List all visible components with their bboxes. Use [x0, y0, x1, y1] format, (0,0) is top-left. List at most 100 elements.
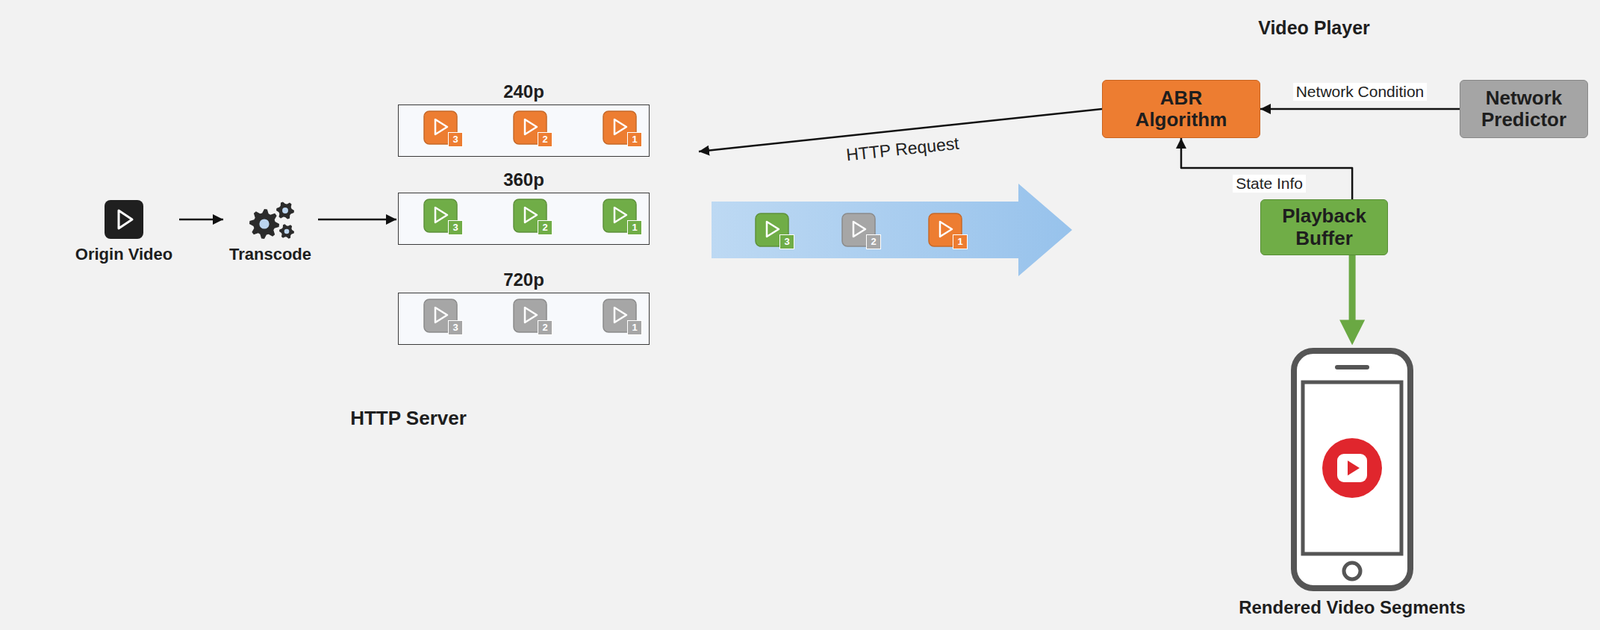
- segment-icon: [603, 111, 637, 145]
- play-symbol: [435, 207, 448, 223]
- play-symbol: [435, 119, 448, 135]
- cloud-outline: [29, 14, 717, 575]
- box-label: Network Predictor: [1467, 87, 1580, 131]
- segment-icon: [513, 111, 547, 145]
- phone-screen: [1302, 382, 1402, 554]
- stream-arrow: [711, 183, 1073, 277]
- cloud-lobe: [29, 209, 254, 434]
- player-title: Video Player: [1258, 17, 1371, 39]
- segment-icon: [513, 199, 547, 233]
- phone-caption: Rendered Video Segments: [1238, 597, 1466, 619]
- row-icons: [397, 104, 650, 157]
- edge-label: State Info: [1232, 174, 1306, 193]
- play-symbol: [1347, 460, 1360, 476]
- icon-caption: Transcode: [229, 244, 312, 265]
- segment-icon: [755, 213, 789, 247]
- play-symbol: [524, 207, 537, 223]
- flow-arrow: [698, 109, 1103, 152]
- phone-button: [1343, 562, 1361, 580]
- row-icons: [397, 292, 650, 345]
- flow-arrow: [318, 218, 397, 221]
- cloud-lobe: [335, 350, 560, 575]
- segment-icon: [928, 213, 962, 247]
- segment-icon: [424, 299, 457, 333]
- row-icons: [397, 192, 650, 245]
- cloud-fill: [29, 14, 717, 575]
- connectors: [179, 109, 1460, 331]
- rendition-row: 240p: [397, 104, 650, 157]
- gear-hole: [282, 207, 289, 214]
- play-symbol: [614, 307, 627, 323]
- box-label: Playback Buffer: [1272, 205, 1377, 249]
- play-symbol: [614, 119, 627, 135]
- cloud-lobe: [44, 89, 672, 538]
- edge-label: Network Condition: [1293, 82, 1428, 101]
- play-symbol: [614, 207, 627, 223]
- phone-body: [1293, 350, 1411, 589]
- play-symbol: [524, 307, 537, 323]
- play-symbol: [766, 221, 779, 237]
- cloud-lobe: [44, 89, 672, 538]
- icon-caption: Origin Video: [75, 244, 173, 265]
- rendition-row: 360p: [397, 192, 650, 245]
- render-arrow: [1349, 255, 1356, 331]
- cloud-lobe: [507, 328, 687, 508]
- icon-art: [71, 200, 177, 242]
- play-symbol: [939, 221, 952, 237]
- box-label: ABR Algorithm: [1125, 87, 1238, 131]
- server-label: HTTP Server: [350, 406, 467, 431]
- cloud-lobe: [44, 29, 329, 314]
- resolution-label: 360p: [503, 169, 545, 191]
- cloud-lobe: [29, 209, 254, 434]
- cloud-lobe: [335, 350, 560, 575]
- play-symbol: [853, 221, 866, 237]
- stream-segments: [755, 213, 962, 247]
- segment-icon: [424, 111, 457, 145]
- gear: [279, 223, 295, 239]
- cloud-lobe: [44, 29, 329, 314]
- abr-box: ABR Algorithm: [1102, 79, 1261, 139]
- flow-arrow: [179, 218, 224, 221]
- gear-hole: [284, 229, 290, 235]
- buffer-box: Playback Buffer: [1260, 199, 1388, 256]
- video-player: Video PlayerABR AlgorithmNetwork Predict…: [1079, 46, 1595, 281]
- play-symbol: [118, 210, 133, 229]
- resolution-label: 240p: [503, 81, 545, 103]
- cloud-lobe: [440, 44, 695, 299]
- rendition-row: 720p: [397, 292, 650, 345]
- app-icon-frame: [1337, 453, 1368, 483]
- cloud-lobe: [97, 321, 351, 575]
- resolution-label: 720p: [503, 269, 545, 291]
- segment-number: 3: [779, 234, 795, 250]
- segment-icon: [603, 199, 637, 233]
- predictor-box: Network Predictor: [1459, 79, 1589, 139]
- cloud-lobe: [97, 321, 351, 575]
- segment-icon: [424, 199, 457, 233]
- segment-number: 1: [952, 234, 968, 250]
- segment-icon: [513, 299, 547, 333]
- gear: [276, 201, 295, 219]
- flow-arrow: [1260, 108, 1460, 111]
- video-icon: [104, 200, 144, 239]
- phone: Rendered Video Segments: [1290, 347, 1414, 592]
- segment-icon: [603, 299, 637, 333]
- gear: [249, 209, 280, 239]
- edge-label: HTTP Request: [842, 133, 964, 167]
- app-icon: [1322, 438, 1382, 498]
- play-symbol: [435, 307, 448, 323]
- cloud-lobe: [507, 328, 687, 508]
- transcode-step: Transcode: [225, 200, 316, 269]
- icon-art: [225, 200, 316, 242]
- segment-number: 2: [866, 234, 882, 250]
- flow-arrow: [1181, 138, 1353, 200]
- play-symbol: [524, 119, 537, 135]
- phone-art: [1290, 347, 1414, 592]
- segment-icon: [842, 213, 876, 247]
- phone-speaker: [1337, 365, 1368, 370]
- cloud-lobe: [440, 44, 695, 299]
- origin-video: Origin Video: [71, 200, 177, 269]
- server-cloud: HTTP Server Origin Video Transcode 240p 360p…: [0, 0, 721, 590]
- gear-hole: [259, 218, 269, 229]
